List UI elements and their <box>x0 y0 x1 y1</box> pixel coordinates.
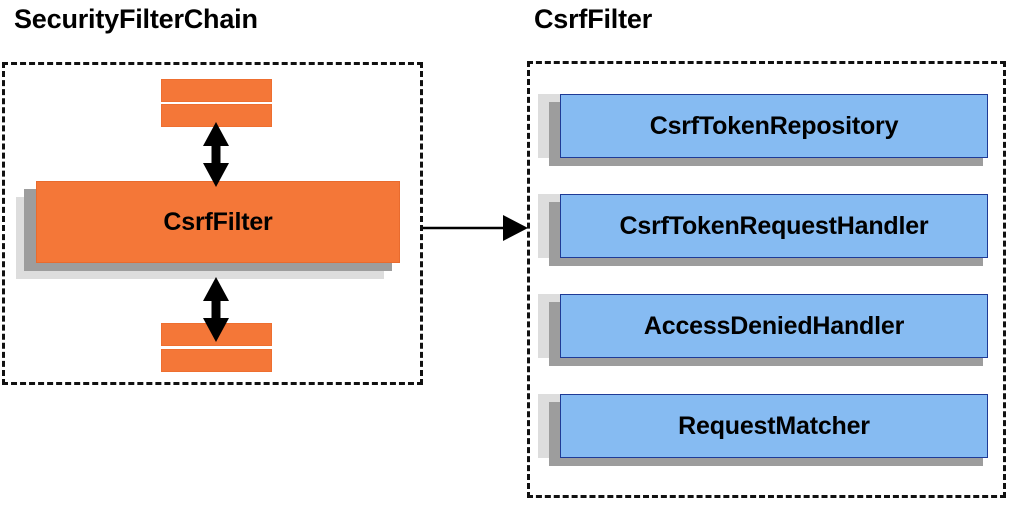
filter-bar-above-2 <box>161 104 272 127</box>
box-csrftokenrequesthandler[interactable]: CsrfTokenRequestHandler <box>538 194 988 274</box>
box-label-requestmatcher: RequestMatcher <box>678 411 870 440</box>
box-label-accessdeniedhandler: AccessDeniedHandler <box>643 311 905 340</box>
panel-csrffilter <box>527 61 1006 498</box>
box-face: AccessDeniedHandler <box>560 294 988 358</box>
box-csrftokenrepository[interactable]: CsrfTokenRepository <box>538 94 988 174</box>
box-label-csrffilter: CsrfFilter <box>163 207 273 236</box>
panel-title-csrffilter: CsrfFilter <box>534 4 653 34</box>
box-requestmatcher[interactable]: RequestMatcher <box>538 394 988 474</box>
box-face: RequestMatcher <box>560 394 988 458</box>
panel-title-securityfilterchain: SecurityFilterChain <box>14 4 258 34</box>
box-accessdeniedhandler[interactable]: AccessDeniedHandler <box>538 294 988 374</box>
filter-bar-below-2 <box>161 349 272 372</box>
filter-bar-above-1 <box>161 79 272 102</box>
panel-securityfilterchain <box>2 62 423 385</box>
box-label-csrftokenrepository: CsrfTokenRepository <box>649 111 899 140</box>
box-face: CsrfFilter <box>36 181 400 263</box>
box-label-csrftokenrequesthandler: CsrfTokenRequestHandler <box>619 211 929 240</box>
filter-bar-below-1 <box>161 323 272 346</box>
box-csrffilter-highlighted[interactable]: CsrfFilter <box>16 181 400 279</box>
box-face: CsrfTokenRepository <box>560 94 988 158</box>
arrow-expansion-to-csrffilter <box>423 215 528 241</box>
box-face: CsrfTokenRequestHandler <box>560 194 988 258</box>
